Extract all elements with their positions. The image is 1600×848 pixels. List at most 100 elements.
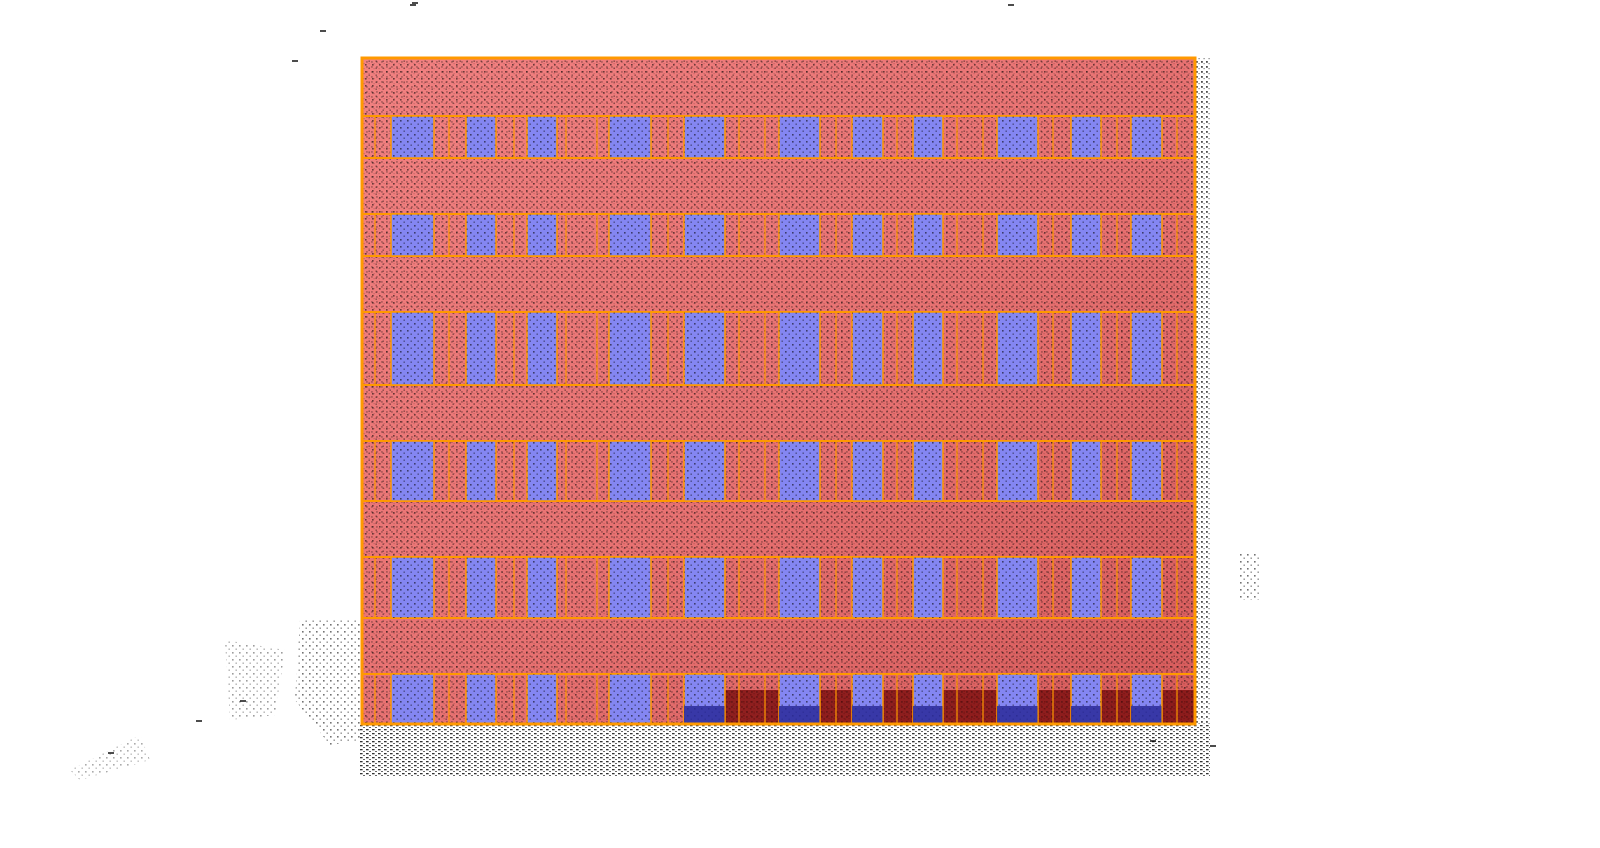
window-points xyxy=(391,557,434,618)
window-points xyxy=(391,312,434,385)
stray-points-left xyxy=(295,620,360,745)
stray-points-left-outer xyxy=(225,640,285,720)
window xyxy=(465,115,497,159)
window-dark-lower xyxy=(779,706,820,724)
window xyxy=(912,213,944,257)
window-points xyxy=(684,312,725,385)
window-points xyxy=(1131,441,1162,501)
window xyxy=(912,673,944,725)
stray-point xyxy=(410,4,416,6)
stray-point xyxy=(196,720,202,722)
window xyxy=(390,115,435,159)
window xyxy=(608,311,652,386)
window xyxy=(683,673,726,725)
window-points xyxy=(466,557,496,618)
window-points xyxy=(527,214,557,256)
window xyxy=(465,440,497,502)
side-wall-points xyxy=(1195,58,1211,724)
window xyxy=(465,213,497,257)
window xyxy=(526,440,558,502)
window xyxy=(683,311,726,386)
window xyxy=(851,311,884,386)
window xyxy=(912,556,944,619)
window-points xyxy=(684,557,725,618)
window-dark-lower xyxy=(913,706,943,724)
window-points xyxy=(779,214,820,256)
window-points xyxy=(1131,214,1162,256)
window-points xyxy=(852,214,883,256)
window-points xyxy=(913,214,943,256)
window-points xyxy=(527,557,557,618)
window-points xyxy=(1071,441,1101,501)
stray-point xyxy=(108,752,114,754)
window-points xyxy=(527,674,557,724)
window xyxy=(1130,115,1163,159)
window xyxy=(683,213,726,257)
window-points xyxy=(609,441,651,501)
window xyxy=(1130,556,1163,619)
window-points xyxy=(1071,214,1101,256)
window xyxy=(683,440,726,502)
window-points xyxy=(779,557,820,618)
window-points xyxy=(913,116,943,158)
window xyxy=(526,213,558,257)
window-dark-lower xyxy=(1071,706,1101,724)
window-points xyxy=(997,214,1038,256)
facade-bounding-frame xyxy=(360,56,1197,726)
window xyxy=(1130,673,1163,725)
window xyxy=(390,213,435,257)
window-segments xyxy=(374,115,1178,725)
window xyxy=(1130,213,1163,257)
window xyxy=(912,311,944,386)
stray-points-right xyxy=(1238,552,1260,600)
window xyxy=(851,556,884,619)
window-points xyxy=(466,441,496,501)
stray-point xyxy=(1008,4,1014,6)
window xyxy=(912,115,944,159)
window-points xyxy=(391,214,434,256)
window xyxy=(851,673,884,725)
window xyxy=(608,673,652,725)
window xyxy=(390,440,435,502)
window xyxy=(526,311,558,386)
window xyxy=(1070,311,1102,386)
window-points xyxy=(1131,557,1162,618)
window-points xyxy=(779,312,820,385)
stray-points-far-left xyxy=(70,735,150,780)
window-points xyxy=(852,557,883,618)
window-points xyxy=(466,674,496,724)
window xyxy=(608,440,652,502)
window-points xyxy=(391,674,434,724)
stray-point xyxy=(1210,745,1216,747)
window xyxy=(1070,673,1102,725)
window xyxy=(778,673,821,725)
window-points xyxy=(1071,312,1101,385)
window xyxy=(526,673,558,725)
window-points xyxy=(852,116,883,158)
window xyxy=(912,440,944,502)
window-points xyxy=(527,312,557,385)
window xyxy=(1070,440,1102,502)
window xyxy=(778,440,821,502)
window-points xyxy=(527,116,557,158)
stray-point xyxy=(1150,740,1156,742)
window-points xyxy=(684,116,725,158)
window-points xyxy=(684,214,725,256)
window xyxy=(1130,311,1163,386)
window-points xyxy=(779,441,820,501)
window xyxy=(996,311,1039,386)
window-points xyxy=(609,674,651,724)
window xyxy=(390,556,435,619)
window-points xyxy=(997,557,1038,618)
stray-point xyxy=(292,60,298,62)
window-points xyxy=(527,441,557,501)
window xyxy=(851,115,884,159)
window xyxy=(526,115,558,159)
window xyxy=(996,440,1039,502)
window xyxy=(465,311,497,386)
window-points xyxy=(609,557,651,618)
ground-point-cloud xyxy=(70,2,1260,780)
window-dark-lower xyxy=(1131,706,1162,724)
